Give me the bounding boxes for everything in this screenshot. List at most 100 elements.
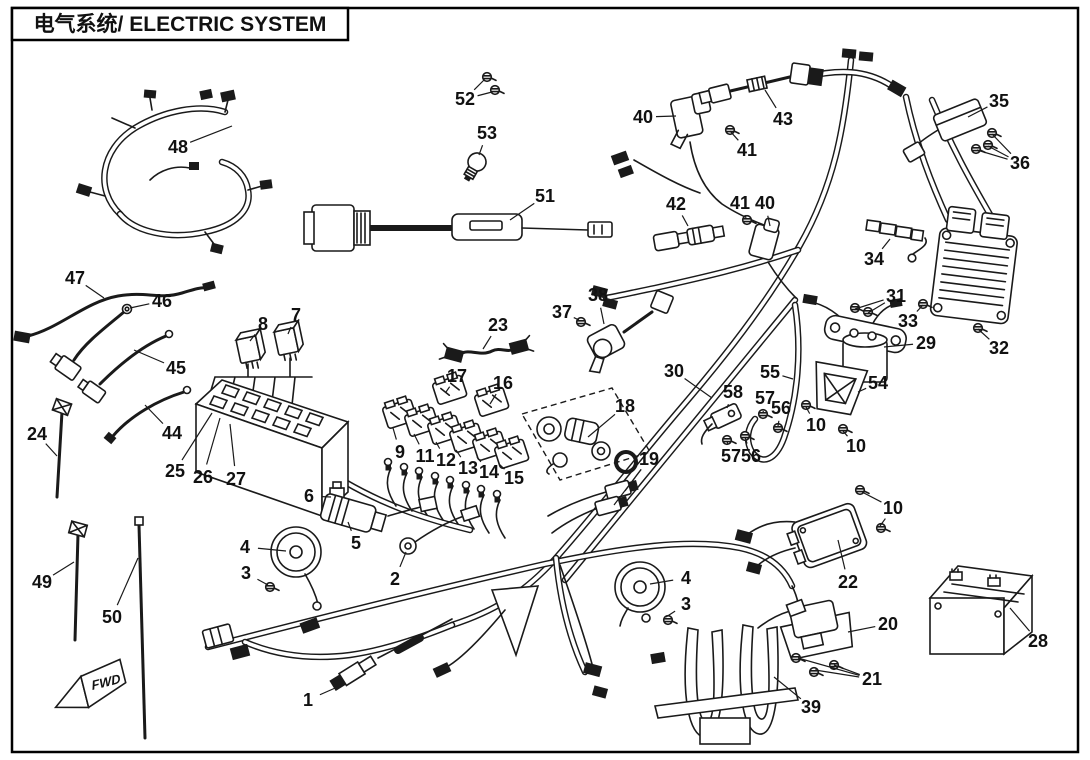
leader-line (987, 145, 1009, 158)
part-28-battery (928, 565, 1034, 656)
part-40-sensor-lower (748, 217, 780, 261)
part-label-56: 56 (741, 446, 761, 466)
part-callout-31: 31 (854, 286, 906, 314)
part-callout-22: 22 (837, 539, 858, 592)
leader-line (764, 89, 777, 109)
part-callout-20: 20 (847, 614, 898, 634)
part-callout-10: 10 (842, 430, 866, 456)
leader-line (777, 420, 780, 427)
part-callout-57: 57 (755, 388, 775, 414)
part-47-cable (13, 280, 216, 344)
part-callout-15: 15 (498, 463, 524, 488)
part-callout-50: 50 (102, 557, 139, 627)
leader-line (729, 130, 739, 141)
part-label-46: 46 (152, 291, 172, 311)
part-label-58: 58 (723, 382, 743, 402)
part-label-32: 32 (989, 338, 1009, 358)
leader-line (837, 539, 846, 570)
part-callout-52: 52 (455, 79, 493, 109)
leader-line (189, 125, 233, 143)
part-54-rubber-mount (815, 360, 869, 416)
leader-line (482, 335, 492, 350)
title-box (10, 6, 350, 42)
part-label-12: 12 (436, 450, 456, 470)
leader-line (287, 326, 292, 335)
leader-line (867, 302, 886, 314)
leader-line (435, 441, 441, 449)
part-label-38: 38 (588, 285, 608, 305)
part-label-39: 39 (801, 697, 821, 717)
part-4-horn-right (614, 561, 666, 627)
part-callout-53: 53 (477, 123, 497, 156)
part-callout-3: 3 (241, 563, 269, 586)
part-callout-21: 21 (797, 657, 882, 689)
part-callout-43: 43 (764, 89, 793, 129)
part-46-cable (49, 303, 133, 381)
part-callout-57: 57 (721, 440, 741, 466)
part-callout-10: 10 (805, 406, 826, 435)
part-45-cable (76, 329, 174, 404)
part-label-53: 53 (477, 123, 497, 143)
part-label-24: 24 (27, 424, 47, 444)
leader-line (600, 307, 605, 325)
part-label-56: 56 (771, 398, 791, 418)
part-23-jumper-wire (438, 334, 535, 363)
leader-line (681, 215, 689, 227)
part-label-22: 22 (838, 572, 858, 592)
part-callout-11: 11 (413, 433, 435, 466)
leader-line (847, 625, 876, 633)
part-callout-13: 13 (455, 449, 478, 478)
leader-line (133, 349, 165, 364)
leader-line (857, 387, 867, 393)
part-label-41: 41 (737, 140, 757, 160)
leader-line (85, 284, 105, 299)
leader-line (181, 412, 213, 461)
harness-terminal-stubs (383, 457, 506, 539)
part-51-diagnostic-cable (303, 204, 613, 252)
part-callout-28: 28 (1009, 607, 1048, 651)
part-callout-56: 56 (771, 398, 791, 427)
part-callout-54: 54 (857, 373, 888, 393)
part-label-11: 11 (415, 446, 434, 466)
leader-line (445, 386, 451, 393)
part-39-straps (654, 598, 807, 745)
part-label-7: 7 (291, 305, 301, 325)
part-label-6: 6 (304, 486, 314, 506)
part-label-19: 19 (639, 449, 659, 469)
leader-line (144, 404, 164, 425)
leader-line (805, 406, 811, 414)
part-44-cable (103, 385, 192, 445)
leader-line (249, 333, 256, 342)
leader-line (879, 518, 886, 527)
part-callout-10: 10 (861, 491, 903, 527)
leader-line (347, 521, 352, 532)
leader-line (744, 436, 748, 444)
part-callout-47: 47 (65, 268, 105, 299)
part-label-17: 17 (447, 366, 467, 386)
leader-line (455, 449, 462, 458)
leader-line (489, 393, 497, 405)
part-callout-1: 1 (303, 684, 343, 710)
leader-line (1009, 607, 1031, 632)
part-38-speed-sensor (586, 290, 674, 374)
leader-line (399, 551, 407, 568)
part-callout-24: 24 (27, 424, 58, 457)
leader-line (257, 547, 287, 552)
part-label-3: 3 (241, 563, 251, 583)
part-label-10: 10 (806, 415, 826, 435)
part-label-35: 35 (989, 91, 1009, 111)
part-label-40: 40 (633, 107, 653, 127)
part-callout-41: 41 (730, 193, 750, 219)
leader-line (45, 443, 58, 457)
part-label-16: 16 (493, 373, 513, 393)
part-callout-18: 18 (587, 396, 635, 438)
part-34-resistor-wire (865, 219, 927, 263)
part-label-41: 41 (730, 193, 750, 213)
part-callout-35: 35 (967, 91, 1009, 118)
part-callout-58: 58 (723, 382, 743, 409)
part-label-54: 54 (868, 373, 888, 393)
part-callout-6: 6 (304, 486, 332, 506)
part-32-voltage-regulator (929, 205, 1018, 325)
leader-line (655, 115, 677, 118)
part-callout-17: 17 (445, 366, 467, 393)
